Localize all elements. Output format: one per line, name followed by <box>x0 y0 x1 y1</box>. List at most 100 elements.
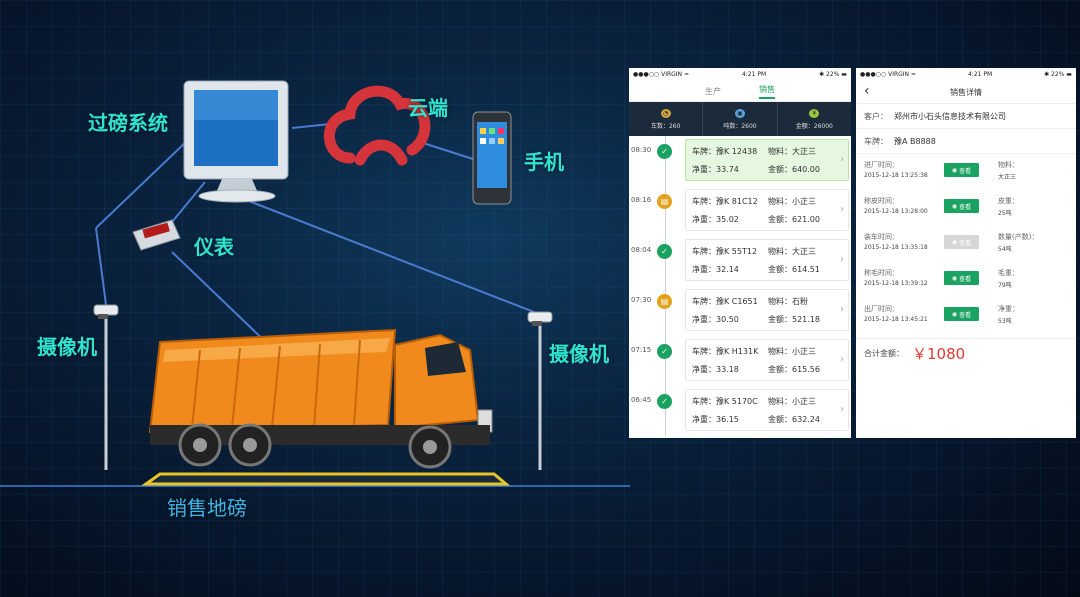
summary-amount: ¥ 金额：26000 <box>778 102 851 136</box>
detail-row: 出厂时间：2015-12-18 13:45:21◉ 查看净重：53吨 <box>856 298 1076 334</box>
detail-right-label: 毛重： <box>998 269 1019 277</box>
row-plate: 车牌：豫K H131K <box>692 347 759 356</box>
row-net-weight: 净重：32.14 <box>692 265 739 274</box>
back-chevron-icon[interactable]: ‹ <box>864 83 870 99</box>
row-time: 07:30 <box>631 296 652 304</box>
view-button[interactable]: ◉ 查看 <box>944 199 979 213</box>
detail-navbar: ‹ 销售详情 <box>856 81 1076 104</box>
check-icon: ✓ <box>657 144 672 159</box>
detail-row: 进厂时间：2015-12-18 13:25:38◉ 查看物料：大正三 <box>856 154 1076 190</box>
camera-right-icon <box>527 311 553 470</box>
detail-value: 2015-12-18 13:39:12 <box>864 280 928 287</box>
detail-label: 称皮时间： <box>864 197 899 205</box>
label-camera-left: 摄像机 <box>37 335 97 359</box>
row-plate: 车牌：豫K 5170C <box>692 397 758 406</box>
detail-right-value: 54吨 <box>998 246 1012 253</box>
row-plate: 车牌：豫K 55T12 <box>692 247 758 256</box>
eye-icon: ◉ <box>951 310 958 318</box>
row-time: 08:16 <box>631 196 652 204</box>
detail-label: 进厂时间： <box>864 161 899 169</box>
chevron-right-icon: › <box>840 404 844 415</box>
connection-lines <box>95 122 535 349</box>
summary-bar: ◔ 车数：260 ▣ 吨数：2600 ¥ 金额：26000 <box>629 102 851 136</box>
total-label: 合计金额： <box>864 348 904 358</box>
row-net-weight: 净重：35.02 <box>692 215 739 224</box>
row-time: 06:45 <box>631 396 652 404</box>
eye-icon: ◉ <box>951 274 958 282</box>
label-phone: 手机 <box>524 150 564 174</box>
line-pc-meter <box>171 181 206 223</box>
camera-left-icon <box>93 304 119 470</box>
label-scale: 销售地磅 <box>167 496 247 520</box>
detail-label: 装车时间： <box>864 233 899 241</box>
chevron-right-icon: › <box>840 254 844 265</box>
detail-right-label: 皮重： <box>998 197 1019 205</box>
eye-icon: ◉ <box>951 238 958 246</box>
eye-icon: ◉ <box>951 202 958 210</box>
total-amount: ￥1080 <box>912 344 966 363</box>
detail-right-value: 53吨 <box>998 318 1012 325</box>
row-card[interactable]: 车牌：豫K 81C12 物料：小正三净重：35.02 金额：621.00 › <box>685 189 849 231</box>
timeline-line <box>665 136 666 436</box>
phone-sales-list: ●●●○○ VIRGIN ≈ 4:21 PM ✱ 22% ▬ 生产 销售 ◔ 车… <box>629 68 851 438</box>
computer-icon <box>183 80 289 203</box>
detail-row: 称毛时间：2015-12-18 13:39:12◉ 查看毛重：79吨 <box>856 262 1076 298</box>
label-weighing-system: 过磅系统 <box>88 111 168 135</box>
row-time: 08:30 <box>631 146 652 154</box>
summary-amount-label: 金额：26000 <box>795 122 833 130</box>
line-pc-right-camera <box>235 195 535 313</box>
detail-value: 2015-12-18 13:28:00 <box>864 208 928 215</box>
status-bar: ●●●○○ VIRGIN ≈ 4:21 PM ✱ 22% ▬ <box>629 68 851 81</box>
row-plate: 车牌：豫K 12438 <box>692 147 758 156</box>
row-amount: 金额：615.56 <box>768 365 820 374</box>
row-material: 物料：小正三 <box>768 347 816 356</box>
status-time: 4:21 PM <box>967 71 993 78</box>
tab-sales[interactable]: 销售 <box>759 84 775 99</box>
tab-production[interactable]: 生产 <box>705 86 721 96</box>
view-button[interactable]: ◉ 查看 <box>944 271 979 285</box>
row-amount: 金额：621.00 <box>768 215 820 224</box>
row-time: 07:15 <box>631 346 652 354</box>
pending-icon: ▤ <box>657 294 672 309</box>
status-battery: ✱ 22% ▬ <box>819 71 847 78</box>
dump-truck-icon <box>148 328 493 469</box>
view-button[interactable]: ◉ 查看 <box>944 307 979 321</box>
chevron-right-icon: › <box>840 304 844 315</box>
check-icon: ✓ <box>657 244 672 259</box>
row-plate: 车牌：豫K 81C12 <box>692 197 758 206</box>
summary-trucks-label: 车数：260 <box>650 122 681 130</box>
row-net-weight: 净重：33.74 <box>692 165 739 174</box>
view-button-label: 查看 <box>959 275 972 283</box>
view-button[interactable]: ◉ 查看 <box>944 235 979 249</box>
row-material: 物料：小正三 <box>768 197 816 206</box>
view-button-label: 查看 <box>959 167 972 175</box>
status-battery: ✱ 22% ▬ <box>1044 71 1072 78</box>
row-net-weight: 净重：33.18 <box>692 365 739 374</box>
detail-row: 称皮时间：2015-12-18 13:28:00◉ 查看皮重：25吨 <box>856 190 1076 226</box>
line-left-camera <box>95 227 107 306</box>
view-button-label: 查看 <box>959 203 972 211</box>
status-time: 4:21 PM <box>741 71 767 78</box>
detail-right-label: 数量(产数)： <box>998 233 1039 241</box>
row-amount: 金额：640.00 <box>768 165 820 174</box>
status-bar: ●●●○○ VIRGIN ≈ 4:21 PM ✱ 22% ▬ <box>856 68 1076 81</box>
view-button[interactable]: ◉ 查看 <box>944 163 979 177</box>
row-amount: 金额：614.51 <box>768 265 820 274</box>
view-button-label: 查看 <box>959 311 972 319</box>
chevron-right-icon: › <box>840 204 844 215</box>
row-net-weight: 净重：36.15 <box>692 415 739 424</box>
line-pc-left <box>95 139 189 229</box>
detail-value: 2015-12-18 13:25:38 <box>864 172 928 179</box>
